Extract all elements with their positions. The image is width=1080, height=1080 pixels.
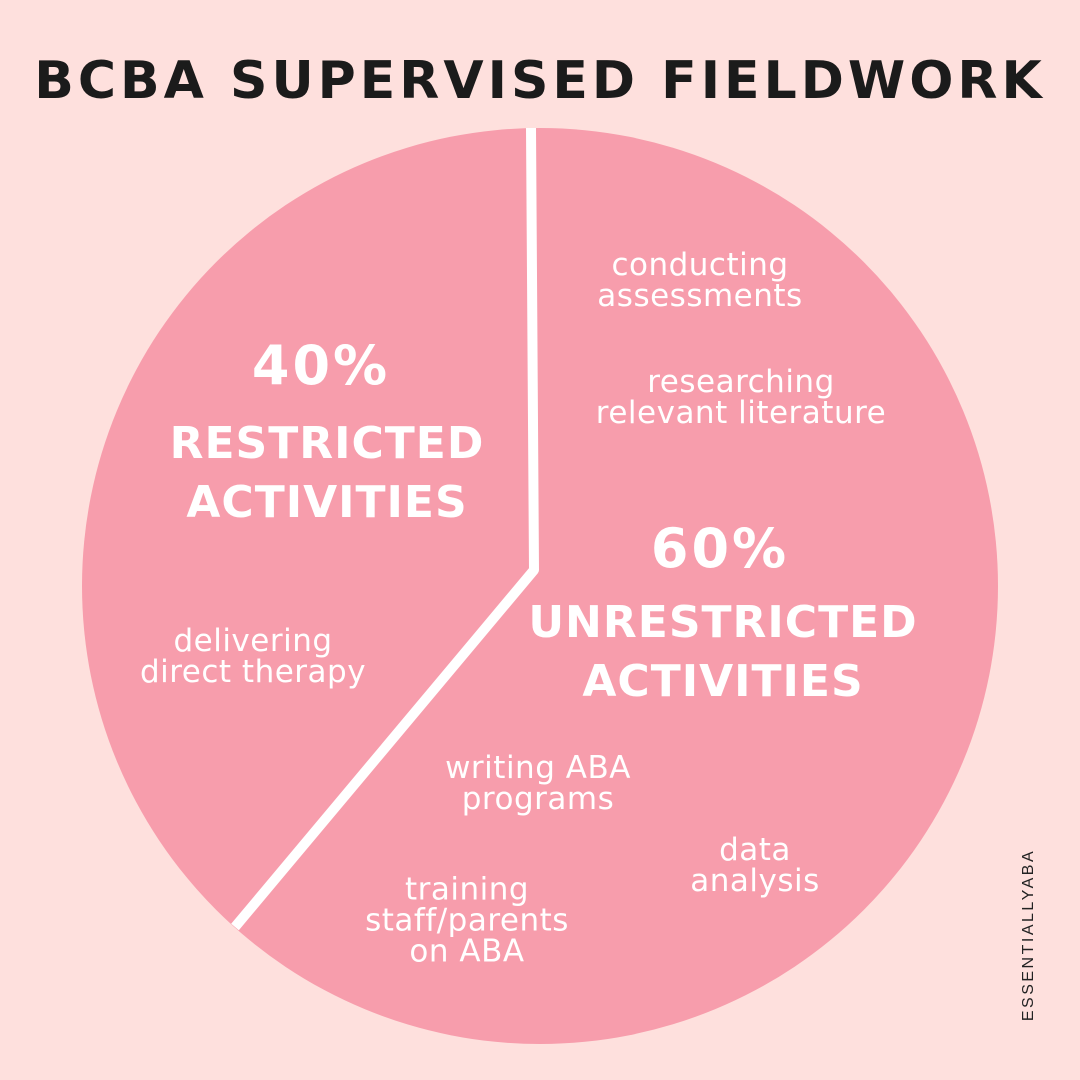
activity-line: programs: [461, 781, 615, 817]
activity-line: data: [719, 832, 791, 868]
activity-line: analysis: [690, 863, 820, 899]
activity-conducting-assessments: conducting assessments: [597, 250, 802, 312]
activity-line: staff/parents: [365, 902, 569, 939]
activity-line: delivering: [173, 623, 333, 659]
activity-researching-relevant-literature: researching relevant literature: [596, 367, 886, 429]
activity-line: assessments: [597, 278, 803, 314]
activity-line: relevant literature: [595, 395, 887, 431]
slice-restricted-label-line1: RESTRICTED: [169, 418, 485, 469]
activity-line: direct therapy: [139, 654, 367, 690]
activity-line: researching: [647, 364, 835, 400]
pie-divider-lines: [231, 127, 539, 931]
slice-restricted-percent: 40%: [251, 334, 391, 397]
activity-line: writing ABA: [445, 750, 631, 786]
activity-data-analysis: data analysis: [690, 835, 820, 897]
slice-unrestricted-label-line2: ACTIVITIES: [582, 656, 864, 707]
slice-unrestricted-percent: 60%: [650, 517, 790, 580]
slice-restricted-label-line2: ACTIVITIES: [186, 477, 468, 528]
page-title: BCBA SUPERVISED FIELDWORK: [34, 51, 1046, 111]
activity-line: on ABA: [409, 933, 525, 970]
activity-line: training: [404, 871, 530, 908]
watermark-essentiallyaba: ESSENTIALLYABA: [1020, 848, 1037, 1022]
activity-delivering-direct-therapy: delivering direct therapy: [140, 626, 366, 688]
slice-restricted-label: RESTRICTED ACTIVITIES: [170, 414, 485, 532]
slice-unrestricted-label: UNRESTRICTED ACTIVITIES: [528, 593, 917, 711]
slice-unrestricted-label-line1: UNRESTRICTED: [528, 597, 918, 648]
activity-line: conducting: [611, 247, 789, 283]
activity-writing-aba-programs: writing ABA programs: [445, 753, 631, 815]
pie-circle: [82, 128, 998, 1044]
activity-training-staff-parents: training staff/parents on ABA: [365, 871, 569, 970]
